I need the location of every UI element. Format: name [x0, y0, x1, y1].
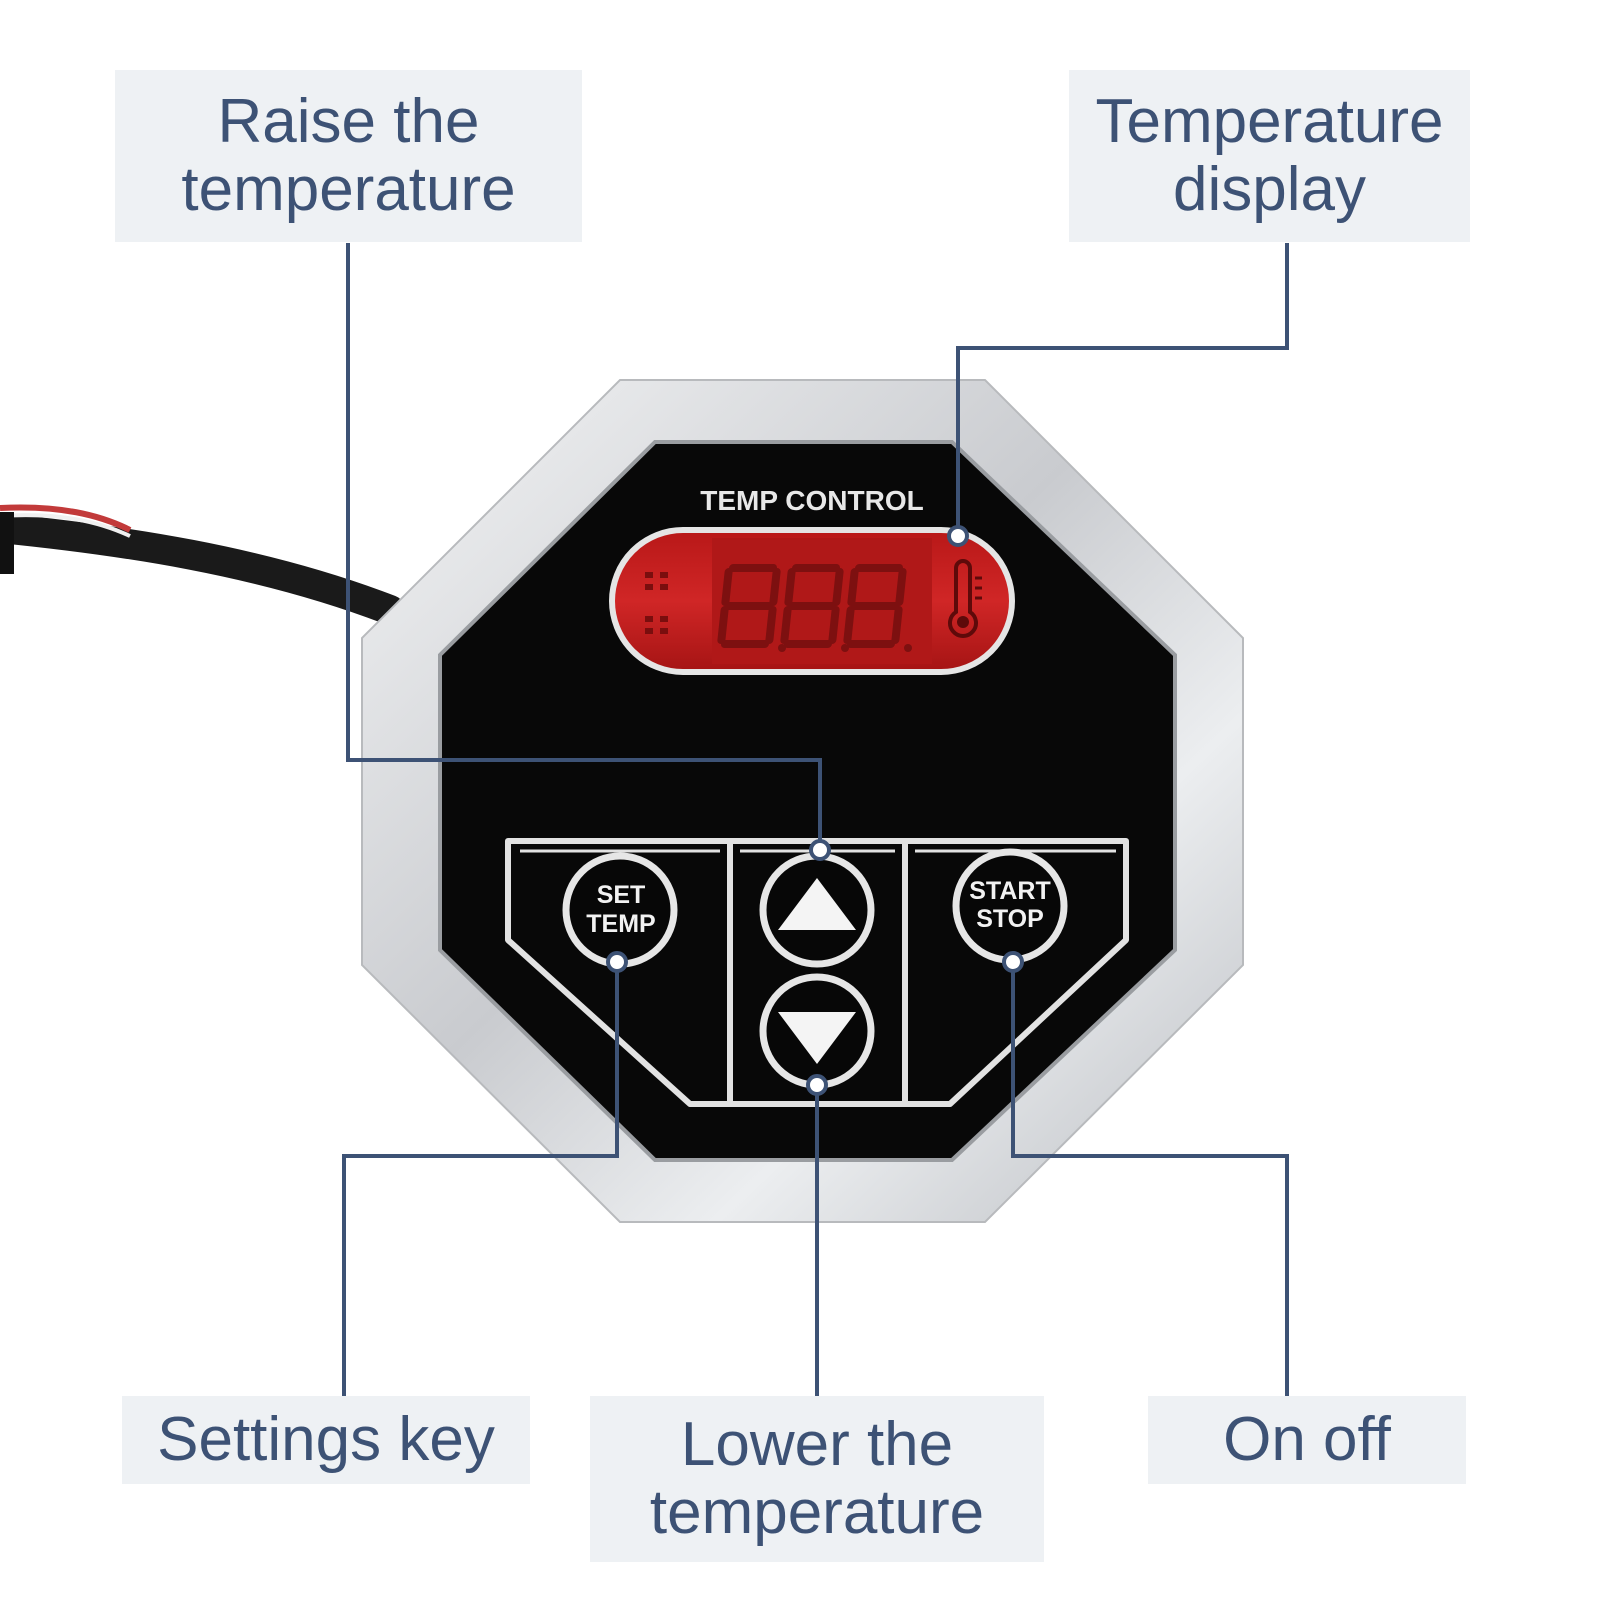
- callout-settings-key: Settings key: [122, 1396, 530, 1484]
- callout-raise-temperature: Raise the temperature: [115, 70, 582, 242]
- callout-on-off: On off: [1148, 1396, 1466, 1484]
- leader-onoff: [1011, 964, 1289, 1396]
- leader-dots: [606, 525, 1024, 1096]
- up-arrow-icon: [778, 878, 856, 930]
- temperature-display: [609, 527, 1015, 675]
- callout-temperature-display: Temperature display: [1069, 70, 1470, 242]
- leader-display: [956, 243, 1289, 536]
- raise-temperature-button[interactable]: [759, 852, 875, 968]
- set-temp-label-line2: TEMP: [586, 910, 655, 938]
- seven-segment-digits: [717, 564, 907, 648]
- callout-display-text: Temperature display: [1095, 87, 1444, 224]
- callout-onoff-text: On off: [1223, 1405, 1391, 1474]
- callout-lower-temperature: Lower the temperature: [590, 1396, 1044, 1562]
- start-stop-label-line1: START: [969, 877, 1050, 905]
- lower-temperature-button[interactable]: [759, 973, 875, 1089]
- callout-settings-text: Settings key: [157, 1405, 495, 1474]
- start-stop-button[interactable]: START STOP: [952, 848, 1068, 964]
- start-stop-label-line2: STOP: [976, 905, 1044, 933]
- power-cable: [0, 504, 405, 625]
- callout-raise-text: Raise the temperature: [181, 87, 516, 224]
- set-temp-label-line1: SET: [597, 881, 646, 909]
- leader-lines: [342, 243, 1289, 1396]
- leader-raise: [346, 243, 822, 848]
- leader-settings: [342, 964, 619, 1396]
- panel-title: TEMP CONTROL: [700, 485, 923, 516]
- thermometer-icon: [948, 559, 982, 638]
- down-arrow-icon: [778, 1012, 856, 1064]
- callout-lower-text: Lower the temperature: [649, 1410, 985, 1547]
- set-temp-button[interactable]: SET TEMP: [562, 852, 678, 968]
